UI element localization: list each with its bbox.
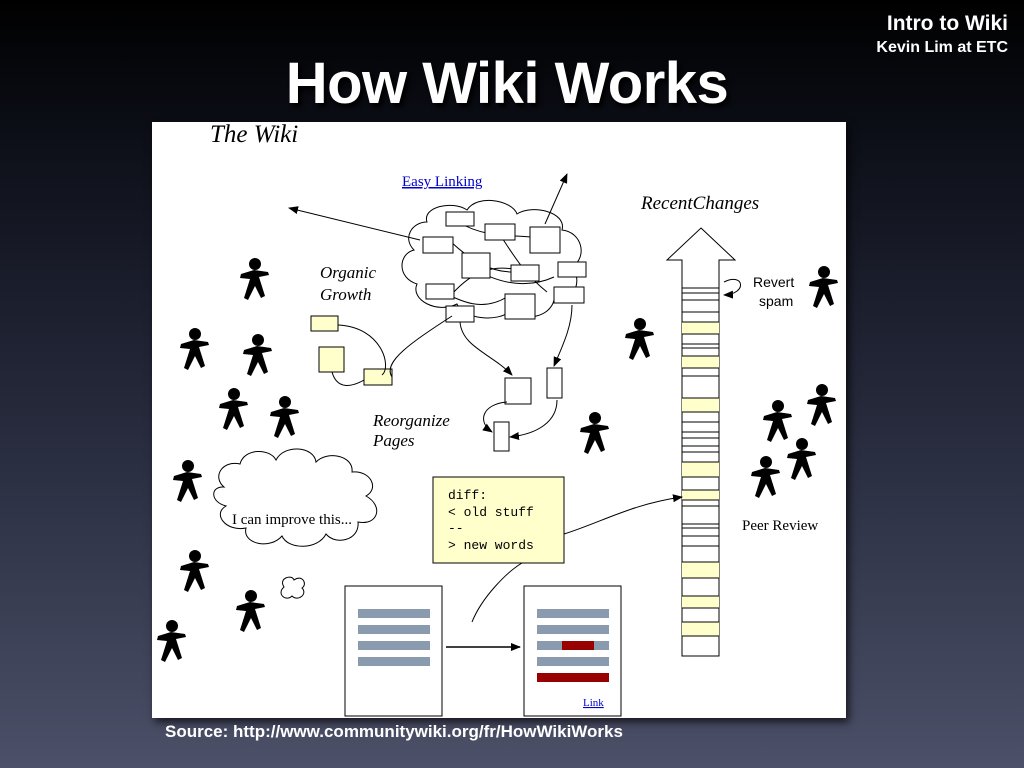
diff-line-1: diff: (448, 488, 487, 503)
reorganized-pages (493, 367, 563, 452)
easy-linking-link[interactable]: Easy Linking (402, 174, 483, 190)
thought-bubble (213, 448, 378, 547)
growing-pages (310, 315, 393, 386)
diff-line-3: -- (448, 521, 464, 536)
wiki-label: The Wiki (210, 122, 298, 148)
diff-line-2: < old stuff (448, 505, 534, 520)
spam-label: spam (759, 293, 793, 309)
page-link[interactable]: Link (583, 697, 604, 709)
diff-note: diff: < old stuff -- > new words (432, 476, 565, 623)
thought-dot (280, 576, 305, 599)
growth-label: Growth (320, 285, 371, 304)
recent-changes-arrow (665, 227, 737, 657)
slide-title: How Wiki Works (285, 51, 729, 116)
diff-line-4: > new words (448, 538, 534, 553)
thought-text: I can improve this... (232, 512, 352, 528)
wiki-pages-cluster (422, 211, 587, 323)
new-page: Link (523, 585, 622, 717)
source-citation: Source: http://www.communitywiki.org/fr/… (165, 722, 623, 741)
recent-changes-label: RecentChanges (640, 193, 759, 214)
presentation-title: Intro to Wiki (886, 12, 1008, 35)
organic-label: Organic (320, 263, 376, 282)
revert-label: Revert (753, 274, 794, 290)
peer-review-label: Peer Review (742, 518, 818, 534)
pages-label: Pages (372, 431, 415, 450)
reorganize-label: Reorganize (372, 411, 450, 430)
wiki-diagram: The Wiki Easy Linking Organic Growth (152, 122, 846, 718)
recent-changes-log (682, 287, 719, 637)
old-page (344, 585, 443, 717)
wiki-diagram-svg: The Wiki Easy Linking Organic Growth (157, 122, 838, 717)
presentation-info: Intro to Wiki Kevin Lim at ETC (876, 12, 1008, 60)
presenter-name: Kevin Lim at ETC (876, 39, 1008, 56)
